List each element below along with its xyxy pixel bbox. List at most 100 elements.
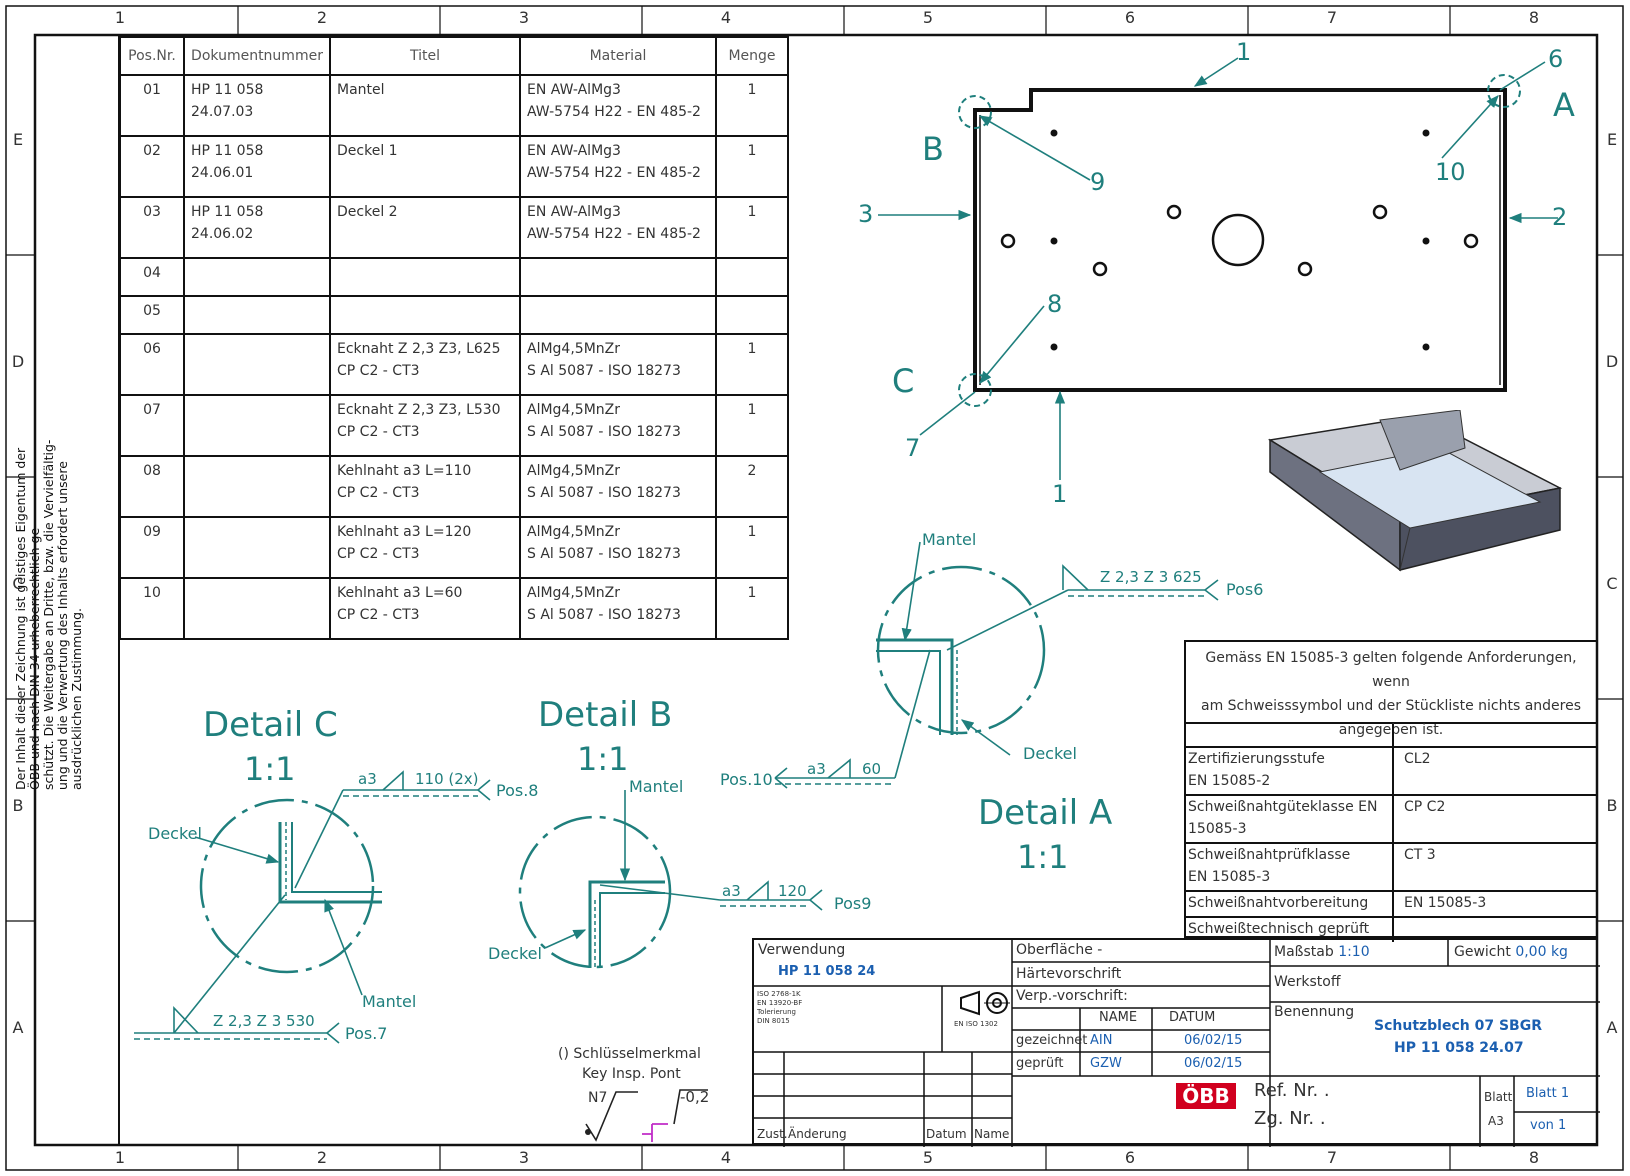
cell-qty [715,295,789,335]
cell-doc [183,394,331,457]
cell-qty: 1 [715,516,789,579]
massstab-label: Maßstab 1:10 [1274,944,1370,960]
standard-line: ISO 2768-1K [757,990,801,998]
detail-c-weld-spec: Z 2,3 Z 3 530 [213,1012,315,1030]
detail-c-title: Detail C [203,705,338,745]
requirements-spacer-row [1186,722,1596,746]
requirement-label-line: EN 15085-3 [1188,869,1271,885]
blatt-value: Blatt 1 [1526,1086,1570,1101]
detail-b-scale: 1:1 [577,740,629,778]
gezeichnet-date: 06/02/15 [1184,1033,1243,1048]
cell-qty: 1 [715,394,789,457]
gezeichnet-label: gezeichnet [1016,1033,1088,1048]
grid-row-a-right: A [1606,1018,1618,1037]
title-line: CP C2 - CT3 [337,424,420,440]
cell-doc [183,577,331,640]
title-line: CP C2 - CT3 [337,363,420,379]
cell-pos: 03 [119,196,185,259]
requirement-label-line: EN 15085-2 [1188,773,1271,789]
verp-label: Verp.-vorschrift: [1016,988,1128,1004]
grid-row-b: B [12,796,24,815]
requirement-value: CP C2 [1404,799,1446,815]
detail-c-pos8: Pos.8 [496,781,539,800]
material-line: S Al 5087 - ISO 18273 [527,363,681,379]
cell-doc [183,333,331,396]
standard-line: Tolerierung [757,1008,796,1016]
ref-number: Ref. Nr. . [1254,1080,1330,1101]
detail-c-pos7: Pos.7 [345,1024,388,1043]
gezeichnet-name: AIN [1090,1033,1113,1048]
grid-row-d-right: D [1605,352,1619,371]
projection-symbol-icon [960,990,1010,1016]
requirement-value: CT 3 [1404,847,1436,863]
detail-c-deckel-label: Deckel [148,824,202,843]
detail-a-weld-spec: Z 2,3 Z 3 625 [1100,568,1202,586]
detail-b-pos9: Pos9 [834,894,872,913]
cell-qty: 1 [715,333,789,396]
material-line: EN AW-AlMg3 [527,82,621,98]
requirements-row: Schweißtechnisch geprüft [1186,916,1596,942]
detail-c-view [199,798,375,974]
massstab-value: 1:10 [1338,944,1370,960]
requirement-label-line: Schweißnahtgüteklasse EN [1188,799,1378,815]
name-label: Name [974,1127,1010,1141]
cell-qty: 1 [715,135,789,198]
grid-row-e: E [12,130,24,149]
detail-b-mantel-label: Mantel [629,777,684,796]
detail-a-weld-a: a3 [807,760,826,778]
grid-col-1: 1 [114,8,126,27]
standard-line: DIN 8015 [757,1017,790,1025]
grid-row-d: D [11,352,25,371]
callout-2: 2 [1552,203,1568,231]
grid-col-7: 7 [1326,8,1338,27]
grid-row-b-right: B [1606,796,1618,815]
format-value: A3 [1488,1114,1504,1128]
callout-1-top: 1 [1236,38,1252,66]
geprueft-label: geprüft [1016,1056,1064,1071]
title-line: Kehlnaht a3 L=120 [337,524,472,540]
plate-outline [973,88,1507,392]
tolerance-value: -0,2 [680,1088,710,1106]
detail-c-scale: 1:1 [244,750,296,788]
cell-doc [183,295,331,335]
detail-b-deckel-label: Deckel [488,944,542,963]
isometric-view [1267,410,1563,572]
callout-7: 7 [905,434,921,462]
title-line: Deckel 1 [337,143,398,159]
cell-pos: 09 [119,516,185,579]
zg-number: Zg. Nr. . [1254,1108,1326,1129]
table-row: 03 HP 11 058 24.06.02 Deckel 2 EN AW-AlM… [119,196,789,259]
material-line: AW-5754 H22 - EN 485-2 [527,104,701,120]
drawing-number: HP 11 058 24.07 [1394,1040,1524,1056]
cell-pos: 01 [119,74,185,137]
col-header-material: Material [519,36,717,76]
cell-pos: 08 [119,455,185,518]
title-line: CP C2 - CT3 [337,546,420,562]
title-line: Kehlnaht a3 L=110 [337,463,472,479]
callout-3: 3 [858,200,874,228]
detail-a-weld-length: 60 [862,760,882,778]
key-characteristic-label: () Schlüsselmerkmal [558,1046,701,1062]
col-header-qty: Menge [715,36,789,76]
gewicht-label-text: Gewicht [1454,944,1511,960]
requirement-label: Schweißtechnisch geprüft [1186,918,1394,942]
gewicht-value: 0,00 kg [1515,944,1568,960]
detail-b-view [518,815,672,969]
col-header-pos: Pos.Nr. [119,36,185,76]
material-line: S Al 5087 - ISO 18273 [527,607,681,623]
detail-a-mantel-label: Mantel [922,530,977,549]
grid-row-c: C [12,574,24,593]
drawing-title: Schutzblech 07 SBGR [1374,1018,1542,1034]
verwendung-label: Verwendung [758,942,846,958]
grid-col-5-bottom: 5 [922,1148,934,1167]
grid-col-4-bottom: 4 [720,1148,732,1167]
